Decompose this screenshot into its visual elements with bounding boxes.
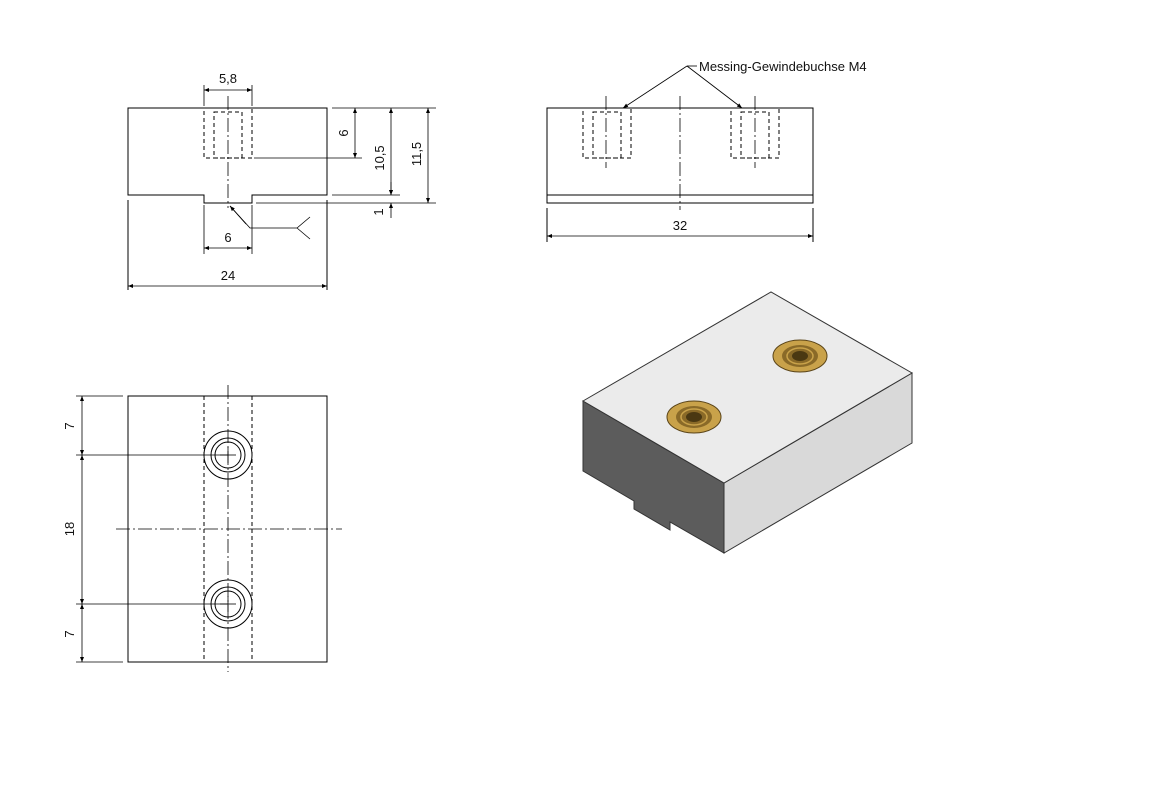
callout-leader-right — [686, 65, 743, 109]
dim-label-10-5: 10,5 — [372, 145, 387, 170]
dim-label-7-bottom: 7 — [62, 630, 77, 637]
front-view-outline — [127, 107, 328, 204]
dim-label-32: 32 — [673, 218, 687, 233]
dim-label-groove: 6 — [224, 230, 231, 245]
dim-label-24: 24 — [221, 268, 235, 283]
top-view: 7 18 7 — [62, 385, 342, 672]
callout-leader-left — [622, 65, 688, 109]
surface-symbol — [229, 205, 311, 240]
callout-label: Messing-Gewindebuchse M4 — [699, 59, 867, 74]
dim-label-5-8: 5,8 — [219, 71, 237, 86]
dim-label-11-5: 11,5 — [409, 142, 424, 166]
side-insert-left-inner — [592, 111, 622, 159]
brass-insert-front — [666, 400, 722, 434]
dim-label-18: 18 — [62, 522, 77, 536]
side-view: Messing-Gewindebuchse M4 32 — [546, 59, 867, 242]
front-view: 5,8 6 24 6 10,5 11,5 1 — [127, 71, 436, 290]
brass-insert-back — [772, 339, 828, 373]
dim-label-6-depth: 6 — [336, 129, 351, 136]
isometric-view — [582, 291, 913, 554]
iso-top-face — [582, 291, 913, 484]
side-insert-left-outer — [582, 107, 632, 159]
dim-label-7-top: 7 — [62, 422, 77, 429]
dim-label-1: 1 — [371, 208, 386, 215]
